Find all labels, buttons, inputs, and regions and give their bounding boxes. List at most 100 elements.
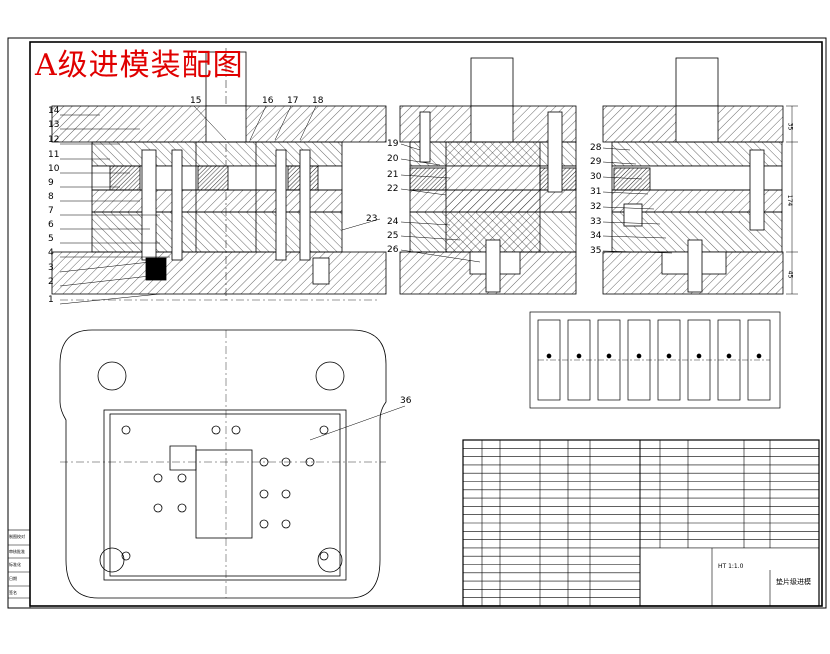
strip-station bbox=[627, 319, 651, 401]
leader-line bbox=[299, 105, 317, 141]
pilot-hole bbox=[666, 353, 672, 359]
plan-hole bbox=[259, 519, 269, 529]
callout-label: 32 bbox=[590, 202, 602, 212]
leader-line bbox=[602, 221, 661, 225]
left-sidebar bbox=[7, 529, 31, 609]
callout-label: 31 bbox=[590, 187, 602, 197]
callout-label: 33 bbox=[590, 217, 602, 227]
leader-line bbox=[602, 147, 631, 151]
pilot-hole bbox=[696, 353, 702, 359]
plan-hole bbox=[319, 551, 329, 561]
plan-hole bbox=[319, 425, 329, 435]
callout-label: 11 bbox=[48, 150, 60, 160]
strip-station bbox=[747, 319, 771, 401]
drawing-title: A级进模装配图 bbox=[35, 48, 244, 83]
callout-label: 36 bbox=[400, 396, 412, 406]
callout-label: 10 bbox=[48, 164, 60, 174]
callout-label: 15 bbox=[190, 96, 202, 106]
callout-label: 20 bbox=[387, 154, 399, 164]
callout-label: 6 bbox=[48, 220, 54, 230]
strip-station bbox=[657, 319, 681, 401]
leader-line bbox=[341, 218, 381, 231]
callout-label: 21 bbox=[387, 170, 399, 180]
strip-station bbox=[717, 319, 741, 401]
pilot-hole bbox=[726, 353, 732, 359]
callout-label: 13 bbox=[48, 120, 60, 130]
callout-label: 9 bbox=[48, 178, 54, 188]
leader-line bbox=[193, 105, 227, 141]
strip-station bbox=[687, 319, 711, 401]
leader-line bbox=[400, 174, 451, 179]
pilot-hole bbox=[546, 353, 552, 359]
strip-station bbox=[537, 319, 561, 401]
callout-label: 35 bbox=[590, 246, 602, 256]
callout-label: 5 bbox=[48, 234, 54, 244]
leader-line bbox=[602, 161, 637, 165]
sidebar-cell: 审核批准 bbox=[9, 549, 25, 554]
leader-line bbox=[400, 249, 481, 263]
leader-line bbox=[59, 275, 151, 287]
leader-line bbox=[400, 158, 441, 166]
callout-label: 24 bbox=[387, 217, 399, 227]
leader-lines bbox=[59, 105, 673, 441]
title-block-scale: HT 1:1.0 bbox=[718, 563, 744, 570]
callout-label: 12 bbox=[48, 135, 60, 145]
callout-label: 23 bbox=[366, 214, 378, 224]
callout-label: 34 bbox=[590, 231, 602, 241]
callout-label: 26 bbox=[387, 245, 399, 255]
outer-frame bbox=[7, 37, 827, 609]
callout-label: 17 bbox=[287, 96, 299, 106]
pilot-hole bbox=[756, 353, 762, 359]
callout-label: 2 bbox=[48, 277, 54, 287]
plan-hole bbox=[153, 473, 163, 483]
callout-label: 30 bbox=[590, 172, 602, 182]
inner-frame bbox=[29, 41, 823, 607]
parts-list-table bbox=[462, 439, 820, 607]
main-section-view bbox=[51, 48, 387, 301]
callout-label: 3 bbox=[48, 263, 54, 273]
sidebar-cell: 签名 bbox=[9, 590, 17, 595]
callout-label: 25 bbox=[387, 231, 399, 241]
plan-hole bbox=[177, 473, 187, 483]
callout-label: 7 bbox=[48, 206, 54, 216]
callout-label: 16 bbox=[262, 96, 274, 106]
middle-section-view bbox=[399, 57, 577, 295]
leader-line bbox=[309, 405, 406, 441]
callout-label: 19 bbox=[387, 139, 399, 149]
plan-hole bbox=[259, 489, 269, 499]
leader-line bbox=[59, 261, 151, 273]
plan-hole bbox=[211, 425, 221, 435]
plan-view bbox=[59, 329, 387, 599]
leader-line bbox=[602, 176, 643, 180]
plan-hole bbox=[281, 519, 291, 529]
callout-label: 4 bbox=[48, 248, 54, 258]
leader-line bbox=[400, 221, 451, 226]
dim-label-3: 45 bbox=[786, 270, 794, 279]
leader-line bbox=[400, 235, 461, 241]
sidebar-cell: 日期 bbox=[9, 576, 17, 581]
leader-line bbox=[274, 105, 292, 141]
leader-line bbox=[400, 188, 447, 196]
pilot-hole bbox=[606, 353, 612, 359]
dim-label-1: 35 bbox=[786, 122, 794, 131]
sidebar-cell: 制图校对 bbox=[9, 534, 25, 539]
plan-hole bbox=[231, 425, 241, 435]
callout-label: 18 bbox=[312, 96, 324, 106]
strip-layout bbox=[529, 311, 781, 409]
plan-hole bbox=[177, 503, 187, 513]
pilot-hole bbox=[576, 353, 582, 359]
dim-label-2: 174 bbox=[786, 194, 794, 207]
leader-line bbox=[602, 191, 649, 195]
plan-hole bbox=[305, 457, 315, 467]
callout-label: 22 bbox=[387, 184, 399, 194]
plan-hole bbox=[121, 551, 131, 561]
pilot-hole bbox=[636, 353, 642, 359]
strip-station bbox=[597, 319, 621, 401]
callout-label: 1 bbox=[48, 295, 54, 305]
title-block-name: 垫片级进模 bbox=[776, 578, 811, 586]
plan-hole bbox=[281, 489, 291, 499]
leader-line bbox=[602, 250, 673, 254]
right-section-view bbox=[602, 57, 798, 295]
leader-line bbox=[602, 206, 655, 210]
